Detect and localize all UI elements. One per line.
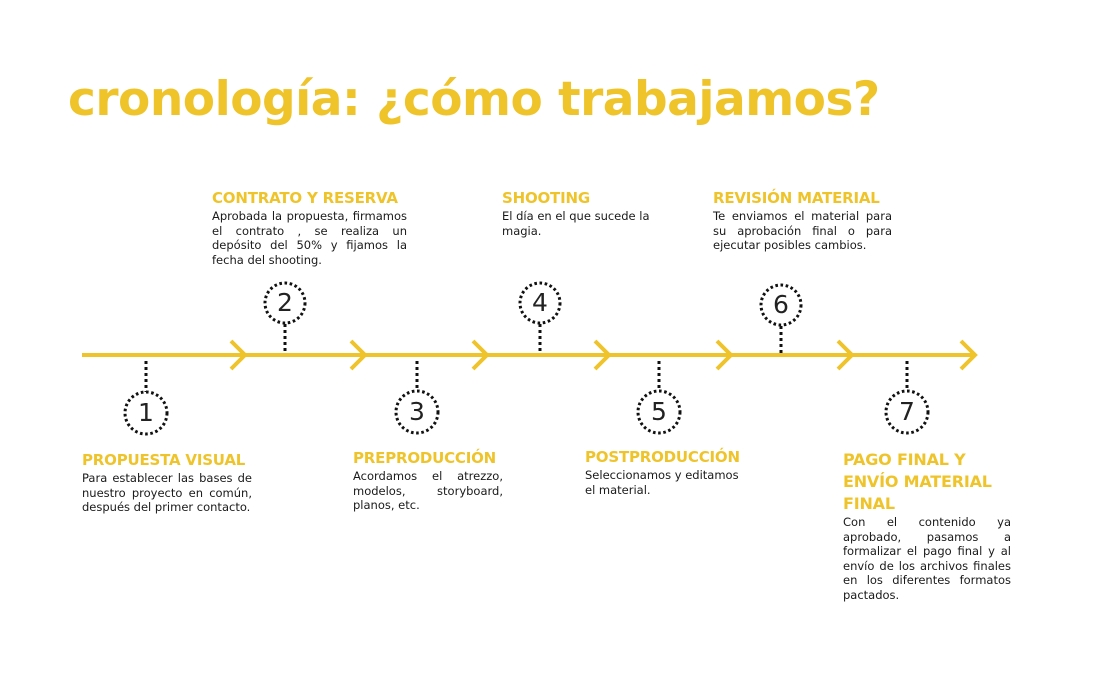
chevron-right-icon — [229, 339, 248, 371]
step-number-7: 7 — [899, 397, 915, 426]
step-description: Para establecer las bases de nuestro pro… — [82, 471, 252, 514]
step-circles — [123, 281, 930, 436]
step-description: Seleccionamos y editamos el material. — [585, 468, 739, 497]
chevron-right-icon — [836, 339, 855, 371]
chevron-right-icon — [715, 339, 734, 371]
step-title: SHOOTING — [502, 189, 590, 207]
step-number-3: 3 — [409, 397, 425, 426]
step-propuesta-visual: PROPUESTA VISUAL Para establecer las bas… — [82, 450, 252, 515]
arrow-icons — [229, 339, 978, 371]
chevron-right-icon — [959, 339, 978, 371]
step-description: Con el contenido ya aprobado, pasamos a … — [843, 515, 1011, 602]
page-title: cronología: ¿cómo trabajamos? — [68, 72, 880, 127]
step-description: Te enviamos el material para su aprobaci… — [713, 209, 892, 252]
step-description: Acordamos el atrezzo, modelos, storyboar… — [353, 469, 503, 512]
step-preproduccion: PREPRODUCCIÓN Acordamos el atrezzo, mode… — [353, 448, 503, 513]
step-contrato-reserva: CONTRATO Y RESERVA Aprobada la propuesta… — [212, 188, 407, 267]
step-description: El día en el que sucede la magia. — [502, 209, 650, 238]
step-number-4: 4 — [532, 288, 548, 317]
connector-stems — [144, 324, 909, 392]
step-number-1: 1 — [138, 398, 154, 427]
step-title: POSTPRODUCCIÓN — [585, 448, 740, 466]
step-revision-material: REVISIÓN MATERIAL Te enviamos el materia… — [713, 188, 892, 253]
step-shooting: SHOOTING El día en el que sucede la magi… — [502, 188, 652, 238]
chevron-right-icon — [349, 339, 368, 371]
step-title: PAGO FINAL Y ENVÍO MATERIAL FINAL — [843, 450, 992, 513]
chevron-right-icon — [593, 339, 612, 371]
step-description: Aprobada la propuesta, firmamos el contr… — [212, 209, 407, 267]
step-title: REVISIÓN MATERIAL — [713, 189, 880, 207]
step-number-6: 6 — [773, 290, 789, 319]
step-title: PREPRODUCCIÓN — [353, 449, 497, 467]
chevron-right-icon — [471, 339, 490, 371]
step-title: CONTRATO Y RESERVA — [212, 189, 398, 207]
step-postproduccion: POSTPRODUCCIÓN Seleccionamos y editamos … — [585, 447, 745, 497]
step-number-5: 5 — [651, 397, 667, 426]
step-title: PROPUESTA VISUAL — [82, 451, 246, 469]
step-number-2: 2 — [277, 288, 293, 317]
step-pago-final: PAGO FINAL Y ENVÍO MATERIAL FINAL Con el… — [843, 449, 1011, 602]
